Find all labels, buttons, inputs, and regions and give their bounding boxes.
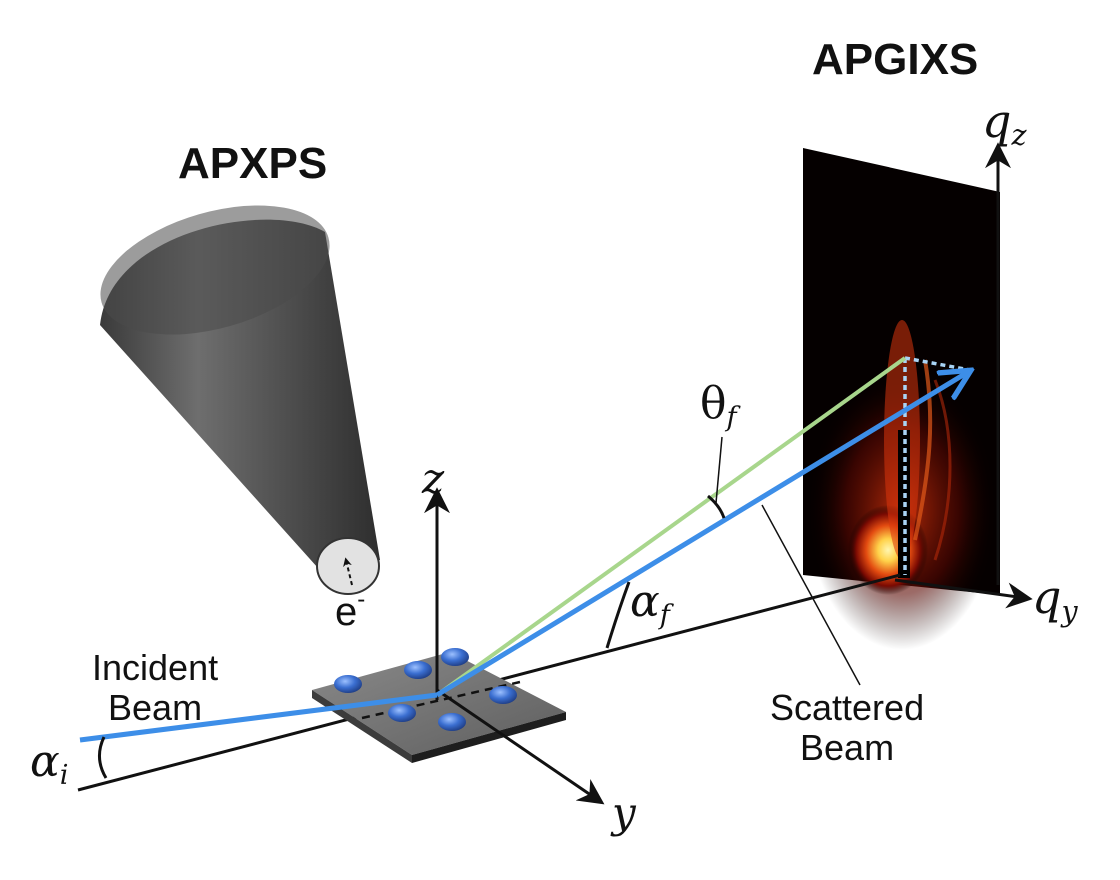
scattered-beam-leader-line xyxy=(761,504,861,686)
alpha-i-label: αi xyxy=(30,740,68,789)
theta-f-arc xyxy=(707,494,726,519)
qy-subscript: y xyxy=(1061,594,1078,628)
sample-plate xyxy=(312,648,566,763)
electron-label: e- xyxy=(335,588,365,634)
incident-beam-label: Incident Beam xyxy=(92,648,218,728)
specular-beam xyxy=(435,356,907,697)
scattered-beam-label: Scattered Beam xyxy=(770,688,924,768)
scattered-beam xyxy=(435,372,968,698)
electron-arrow xyxy=(343,557,353,586)
electron-charge: - xyxy=(357,586,366,613)
qz-symbol: q xyxy=(982,94,1012,148)
apgixs-title: APGIXS xyxy=(812,35,979,84)
detector-image xyxy=(803,148,1000,650)
alpha-f-subscript: f xyxy=(659,599,670,631)
scattered-beam-label-line1: Scattered xyxy=(770,687,925,728)
alpha-f-label: αf xyxy=(630,580,670,629)
alpha-f-symbol: α xyxy=(630,576,660,627)
z-axis-label: z xyxy=(422,454,445,503)
analyzer-aperture xyxy=(316,537,380,595)
scattered-beam-label-line2: Beam xyxy=(800,727,895,768)
y-axis xyxy=(436,688,605,805)
incident-beam-label-line1: Incident xyxy=(92,647,219,688)
qz-axis-label: qz xyxy=(982,98,1026,150)
y-axis-label: y xyxy=(612,788,636,837)
theta-f-subscript: f xyxy=(726,401,737,433)
theta-leader-line xyxy=(715,436,723,504)
apxps-title: APXPS xyxy=(178,139,328,188)
alpha-i-subscript: i xyxy=(59,759,69,791)
nanoparticles xyxy=(334,648,517,731)
theta-f-label: θf xyxy=(700,382,737,431)
qz-subscript: z xyxy=(1011,118,1027,152)
qy-symbol: q xyxy=(1032,570,1062,624)
incident-beam xyxy=(79,692,438,743)
alpha-f-arc xyxy=(605,581,631,649)
alpha-i-symbol: α xyxy=(30,736,60,787)
qy-axis xyxy=(894,578,1033,609)
qy-axis-label: qy xyxy=(1032,574,1078,626)
electron-symbol: e xyxy=(335,590,358,634)
alpha-i-arc xyxy=(98,736,108,779)
analyzer-cone xyxy=(100,205,380,595)
incident-beam-label-line2: Beam xyxy=(108,687,203,728)
theta-f-symbol: θ xyxy=(700,378,727,429)
